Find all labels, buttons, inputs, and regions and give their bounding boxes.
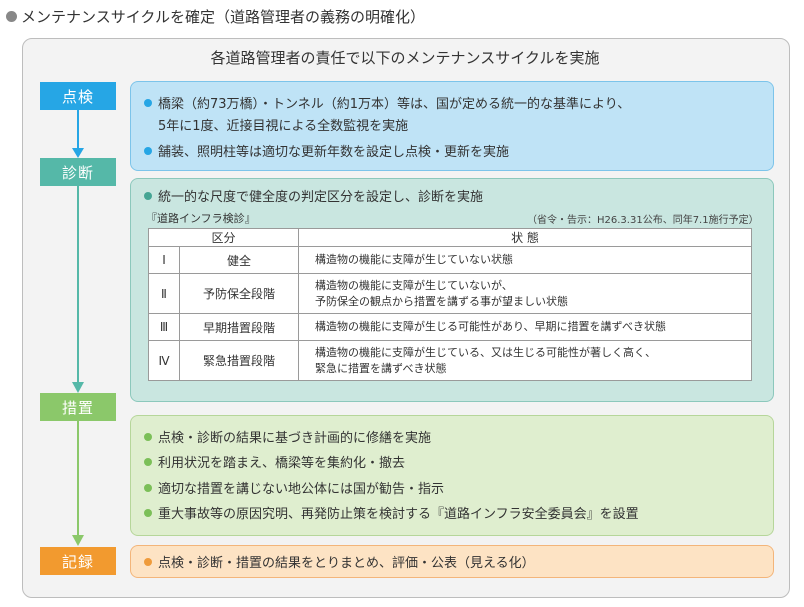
row-description: 構造物の機能に支障が生じていない状態: [298, 246, 752, 274]
action-item: 重大事故等の原因究明、再発防止策を検討する『道路インフラ安全委員会』を設置: [144, 503, 639, 522]
row-number: Ⅰ: [148, 246, 180, 274]
soundness-table: 区分 状 態 Ⅰ 健全 構造物の機能に支障が生じていない状態 Ⅱ 予防保全段階 …: [148, 228, 752, 381]
row-description: 構造物の機能に支障が生じていないが、予防保全の観点から措置を講ずる事が望ましい状…: [298, 273, 752, 314]
table-row: Ⅲ 早期措置段階 構造物の機能に支障が生じる可能性があり、早期に措置を講ずべき状…: [148, 313, 752, 341]
table-row: Ⅱ 予防保全段階 構造物の機能に支障が生じていないが、予防保全の観点から措置を講…: [148, 273, 752, 314]
row-number: Ⅱ: [148, 273, 180, 314]
cycle-header: 各道路管理者の責任で以下のメンテナンスサイクルを実施: [210, 49, 600, 67]
table-row: Ⅳ 緊急措置段階 構造物の機能に支障が生じている、又は生じる可能性が著しく高く、…: [148, 340, 752, 381]
row-description: 構造物の機能に支障が生じる可能性があり、早期に措置を講ずべき状態: [298, 313, 752, 341]
action-item: 適切な措置を講じない地公体には国が勧告・指示: [144, 478, 444, 497]
action-item: 点検・診断の結果に基づき計画的に修繕を実施: [144, 427, 431, 446]
action-box: [130, 415, 774, 536]
action-item: 利用状況を踏まえ、橋梁等を集約化・撤去: [144, 452, 405, 471]
step-diagnosis: 診断: [40, 158, 116, 186]
bullet-dot-icon: [144, 147, 152, 155]
inspection-item: 舗装、照明柱等は適切な更新年数を設定し点検・更新を実施: [144, 141, 509, 160]
row-category: 緊急措置段階: [179, 340, 299, 381]
bullet-dot-icon: [144, 433, 152, 441]
bullet-dot-icon: [144, 484, 152, 492]
inspection-item-continuation: 5年に1度、近接目視による全数監視を実施: [158, 119, 409, 134]
arrow-down-icon: [72, 110, 84, 158]
diagnosis-item: 統一的な尺度で健全度の判定区分を設定し、診断を実施: [144, 186, 483, 205]
row-number: Ⅲ: [148, 313, 180, 341]
inspection-item: 橋梁（約73万橋）・トンネル（約1万本）等は、国が定める統一的な基準により、: [144, 93, 630, 112]
step-record: 記録: [40, 547, 116, 575]
row-category: 予防保全段階: [179, 273, 299, 314]
row-number: Ⅳ: [148, 340, 180, 381]
bullet-dot-icon: [144, 192, 152, 200]
inspection-box: [130, 81, 774, 171]
arrow-down-icon: [72, 421, 84, 546]
row-description: 構造物の機能に支障が生じている、又は生じる可能性が著しく高く、緊急に措置を講ずべ…: [298, 340, 752, 381]
bullet-dot-icon: [144, 458, 152, 466]
table-row: Ⅰ 健全 構造物の機能に支障が生じていない状態: [148, 246, 752, 274]
table-header-row: 区分 状 態: [148, 228, 752, 247]
record-item: 点検・診断・措置の結果をとりまとめ、評価・公表（見える化）: [144, 552, 535, 571]
row-category: 早期措置段階: [179, 313, 299, 341]
table-header-category: 区分: [148, 228, 299, 247]
page-title: メンテナンスサイクルを確定（道路管理者の義務の明確化）: [6, 6, 425, 27]
bullet-dot-icon: [6, 11, 17, 22]
bullet-dot-icon: [144, 509, 152, 517]
bullet-dot-icon: [144, 99, 152, 107]
record-box: [130, 545, 774, 578]
diagnosis-note: （省令・告示：H26.3.31公布、同年7.1施行予定）: [527, 215, 759, 226]
diagnosis-subtitle: 『道路インフラ検診』: [146, 212, 256, 225]
row-category: 健全: [179, 246, 299, 274]
table-header-state: 状 態: [298, 228, 752, 247]
step-inspection: 点検: [40, 82, 116, 110]
bullet-dot-icon: [144, 558, 152, 566]
step-action: 措置: [40, 393, 116, 421]
arrow-down-icon: [72, 186, 84, 393]
